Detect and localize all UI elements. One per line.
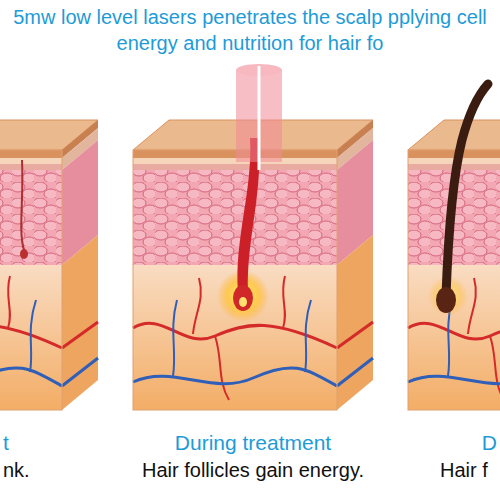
panel-caption: D (482, 430, 497, 455)
panel-description: Hair f (440, 458, 488, 482)
panel-description: Hair follicles gain energy. (142, 458, 364, 482)
panel-caption: During treatment (175, 430, 331, 455)
panel-caption: t (3, 430, 9, 455)
panel-description: nk. (3, 458, 30, 482)
heading: 5mw low level lasers penetrates the scal… (6, 4, 494, 56)
